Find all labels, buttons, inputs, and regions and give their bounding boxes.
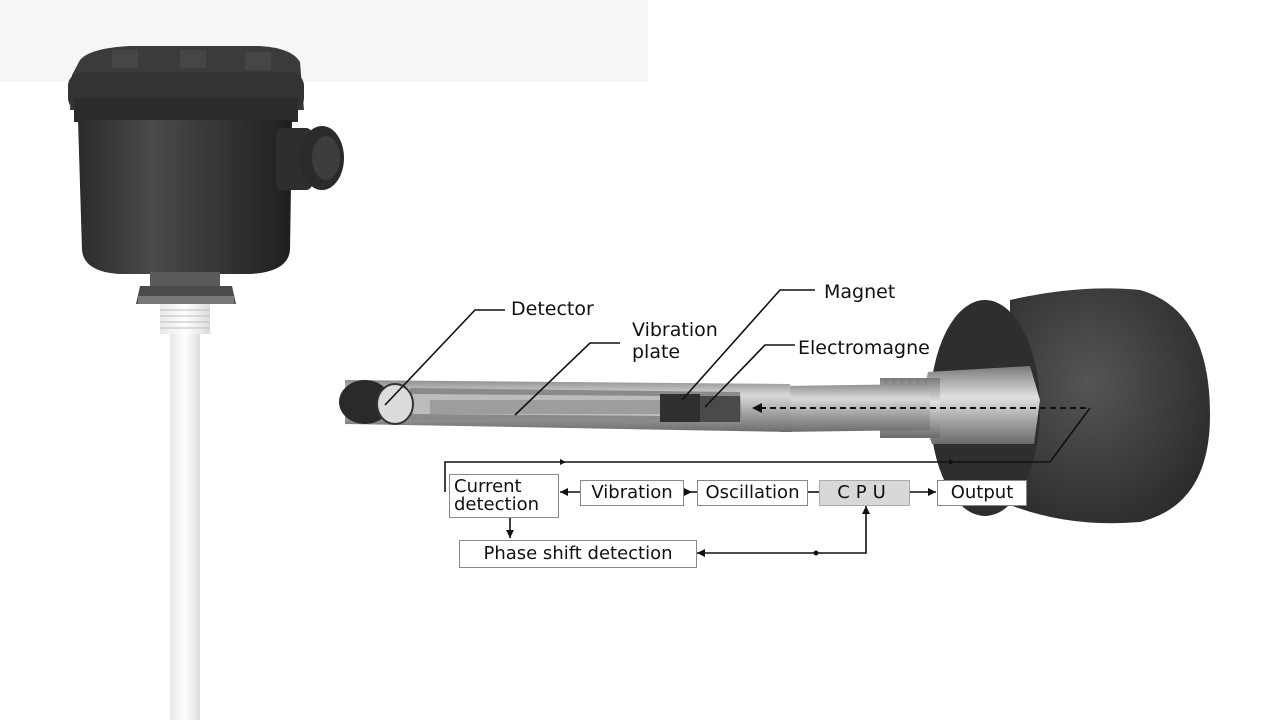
electromagnet-label: Electromagne [798, 337, 930, 359]
detector-label: Detector [511, 298, 594, 320]
callout-leaders [384, 289, 815, 416]
vibration-plate-label-line1: Vibration [632, 319, 718, 341]
signal-flow-arrows [506, 459, 955, 557]
output-block: Output [937, 480, 1027, 506]
phase-shift-detection-block: Phase shift detection [459, 540, 697, 568]
current-detection-line1: Current [454, 476, 522, 497]
current-detection-block: Current detection [449, 474, 559, 518]
signal-flow-lines [444, 407, 1091, 554]
vibration-plate-label-line2: plate [632, 341, 681, 363]
current-detection-line2: detection [454, 494, 540, 515]
cpu-block: CPU [819, 480, 910, 506]
sensor-housing-photo [68, 46, 344, 720]
magnet-label: Magnet [824, 281, 896, 303]
oscillation-block: Oscillation [697, 480, 808, 506]
vibration-block: Vibration [580, 480, 684, 506]
